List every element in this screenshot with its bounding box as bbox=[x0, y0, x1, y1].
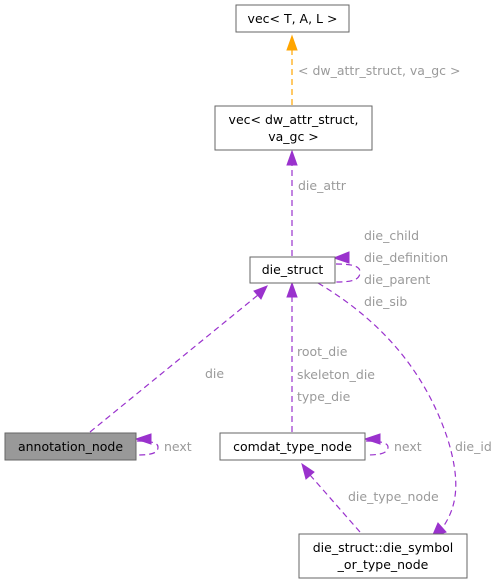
node-comdat-type-node[interactable]: comdat_type_node bbox=[219, 432, 366, 461]
node-label-die-symbol-line1: die_struct::die_symbol bbox=[313, 540, 454, 555]
edge-label-die-sib: die_sib bbox=[364, 294, 407, 309]
node-label-die-struct: die_struct bbox=[262, 262, 324, 277]
edge-label-die-type-node: die_type_node bbox=[348, 489, 439, 504]
node-vec-t-a-l[interactable]: vec< T, A, L > bbox=[235, 4, 350, 33]
edge-label-die: die bbox=[205, 366, 224, 381]
edge-label-next-annotation: next bbox=[164, 439, 192, 454]
node-label-vec-dw-line2: va_gc > bbox=[268, 129, 319, 144]
edge-template-instantiation: < dw_attr_struct, va_gc > bbox=[286, 34, 460, 105]
edge-die-attr: die_attr bbox=[286, 149, 347, 256]
edge-die-struct-self: die_child die_definition die_parent die_… bbox=[332, 228, 448, 309]
edge-label-die-child: die_child bbox=[364, 228, 419, 243]
edge-annotation-next: next bbox=[134, 433, 192, 456]
node-label-comdat-type-node: comdat_type_node bbox=[233, 439, 352, 454]
edge-label-die-parent: die_parent bbox=[364, 272, 430, 287]
edge-label-template-args: < dw_attr_struct, va_gc > bbox=[298, 63, 460, 78]
edge-comdat-next: next bbox=[363, 433, 422, 456]
node-label-vec-dw-line1: vec< dw_attr_struct, bbox=[229, 112, 359, 127]
node-label-annotation-node: annotation_node bbox=[18, 439, 123, 454]
edge-die: die bbox=[89, 285, 268, 433]
edge-label-root-die: root_die bbox=[297, 344, 348, 359]
edge-die-type-node: die_type_node bbox=[301, 462, 439, 533]
edge-label-skeleton-die: skeleton_die bbox=[297, 367, 375, 382]
node-die-struct[interactable]: die_struct bbox=[249, 256, 336, 284]
edge-label-die-definition: die_definition bbox=[364, 250, 448, 265]
edge-label-die-id: die_id bbox=[455, 439, 492, 454]
edge-label-die-attr: die_attr bbox=[298, 178, 347, 193]
edge-label-next-comdat: next bbox=[394, 439, 422, 454]
edge-label-type-die: type_die bbox=[297, 389, 351, 404]
edge-comdat-dies: root_die skeleton_die type_die bbox=[286, 281, 375, 432]
node-die-symbol-or-type-node[interactable]: die_struct::die_symbol _or_type_node bbox=[298, 533, 468, 579]
node-annotation-node[interactable]: annotation_node bbox=[4, 432, 137, 461]
node-label-die-symbol-line2: _or_type_node bbox=[337, 557, 429, 572]
node-vec-dw-attr-struct[interactable]: vec< dw_attr_struct, va_gc > bbox=[214, 105, 373, 151]
node-label-vec-t-a-l: vec< T, A, L > bbox=[248, 11, 338, 26]
